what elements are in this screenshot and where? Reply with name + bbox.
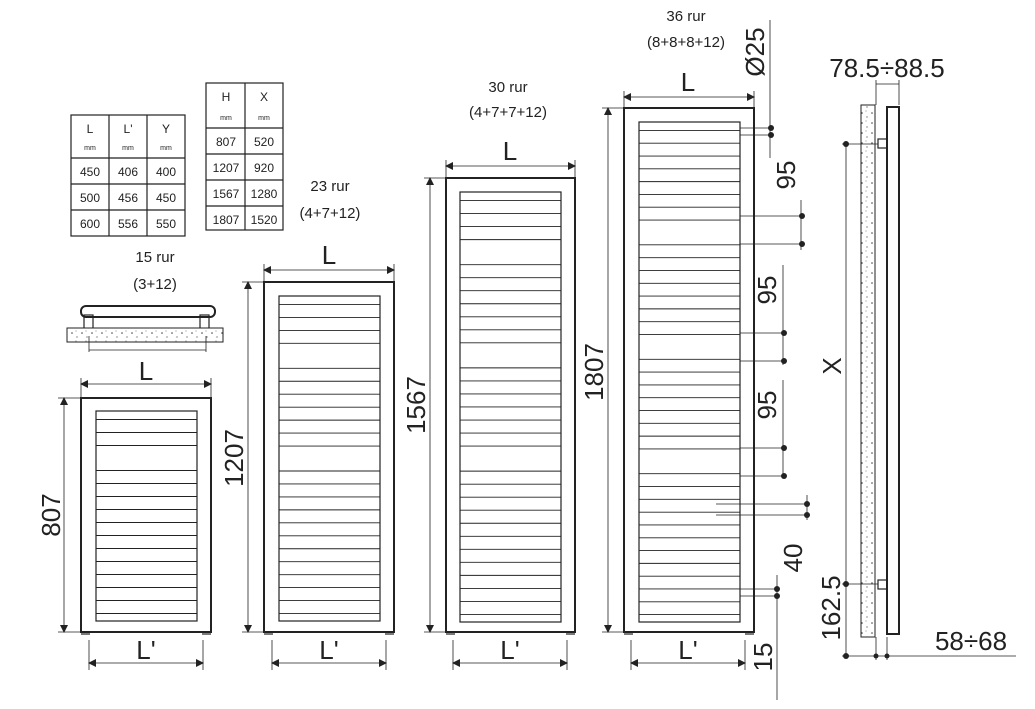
gap-c-label: 95 bbox=[752, 391, 782, 420]
table-h-x: H mm X mm 807 520 1207 920 1567 1280 180… bbox=[205, 82, 284, 231]
radiator-1-bottom-label: L' bbox=[136, 635, 155, 665]
radiator-3-name: 30 rur bbox=[488, 79, 527, 96]
x-dimension-label: X bbox=[817, 357, 847, 374]
table-cell: 556 bbox=[118, 217, 138, 231]
table-y-unit: mm bbox=[160, 145, 172, 152]
radiator-1-name: 15 rur bbox=[135, 249, 174, 266]
radiator-2-spec: (4+7+12) bbox=[300, 205, 361, 222]
radiator-4-bottom-label: L' bbox=[678, 635, 697, 665]
radiator-1-width-label: L bbox=[139, 356, 153, 386]
table-cell: 450 bbox=[156, 191, 176, 205]
radiator-1: L 807 L' bbox=[36, 356, 212, 670]
side-view: 78.5÷88.5 X 162.5 58÷68 bbox=[816, 53, 1016, 660]
radiator-3-height: 1567 bbox=[401, 376, 431, 434]
radiator-3: 30 rur (4+7+7+12) L 1567 L' bbox=[401, 79, 576, 670]
radiator-3-width-label: L bbox=[503, 136, 517, 166]
wall-distance-bottom-label: 58÷68 bbox=[935, 626, 1007, 656]
radiator-4-slats bbox=[639, 129, 740, 616]
table-cell: 1520 bbox=[251, 213, 278, 227]
wall-distance-top-label: 78.5÷88.5 bbox=[829, 53, 944, 83]
radiator-4-width-label: L bbox=[681, 67, 695, 97]
radiator-4-spec: (8+8+8+12) bbox=[647, 34, 725, 51]
table-x-unit: mm bbox=[258, 115, 270, 122]
radiator-1-spec: (3+12) bbox=[133, 276, 177, 293]
radiator-3-bottom-label: L' bbox=[500, 635, 519, 665]
table-y-header: Y bbox=[162, 122, 170, 136]
radiator-2: 23 rur (4+7+12) L 1207 L' bbox=[219, 178, 395, 670]
table-cell: 550 bbox=[156, 217, 176, 231]
tube-diameter-label: Ø25 bbox=[740, 27, 770, 76]
table-cell: 1807 bbox=[213, 213, 240, 227]
table-l-unit: mm bbox=[84, 145, 96, 152]
radiator-2-bottom-label: L' bbox=[319, 635, 338, 665]
table-cell: 520 bbox=[254, 135, 274, 149]
radiator-3-slats bbox=[460, 200, 561, 615]
radiator-2-name: 23 rur bbox=[310, 178, 349, 195]
table-cell: 500 bbox=[80, 191, 100, 205]
mount-height-label: 162.5 bbox=[816, 575, 846, 640]
table-cell: 1280 bbox=[251, 187, 278, 201]
table-cell: 920 bbox=[254, 161, 274, 175]
top-view: 15 rur (3+12) bbox=[66, 249, 224, 352]
table-l-ly: L mm L' mm Y mm 450 406 400 500 456 450 … bbox=[70, 114, 186, 237]
table-x-header: X bbox=[260, 90, 268, 104]
gap-d-label: 40 bbox=[778, 544, 808, 573]
gap-a-label: 95 bbox=[771, 161, 801, 190]
radiator-4-height: 1807 bbox=[579, 343, 609, 401]
table-cell: 807 bbox=[216, 135, 236, 149]
table-cell: 400 bbox=[156, 165, 176, 179]
radiator-2-slats bbox=[279, 304, 380, 614]
radiator-4-name: 36 rur bbox=[666, 8, 705, 25]
radiator-1-slats bbox=[96, 419, 197, 614]
gap-b-label: 95 bbox=[752, 276, 782, 305]
radiator-2-height: 1207 bbox=[219, 429, 249, 487]
table-cell: 600 bbox=[80, 217, 100, 231]
table-h-unit: mm bbox=[220, 115, 232, 122]
radiator-4: 36 rur (8+8+8+12) L 1807 L' Ø25 95 95 bbox=[579, 8, 810, 700]
radiator-2-width-label: L bbox=[322, 240, 336, 270]
table-l-header: L bbox=[87, 122, 94, 136]
table-cell: 456 bbox=[118, 191, 138, 205]
table-cell: 1207 bbox=[213, 161, 240, 175]
table-cell: 1567 bbox=[213, 187, 240, 201]
table-lprime-unit: mm bbox=[122, 145, 134, 152]
bottom-offset-label: 15 bbox=[748, 643, 778, 672]
table-h-header: H bbox=[222, 90, 231, 104]
table-cell: 406 bbox=[118, 165, 138, 179]
table-cell: 450 bbox=[80, 165, 100, 179]
table-lprime-header: L' bbox=[124, 122, 133, 136]
radiator-1-height: 807 bbox=[36, 493, 66, 536]
radiator-3-spec: (4+7+7+12) bbox=[469, 104, 547, 121]
